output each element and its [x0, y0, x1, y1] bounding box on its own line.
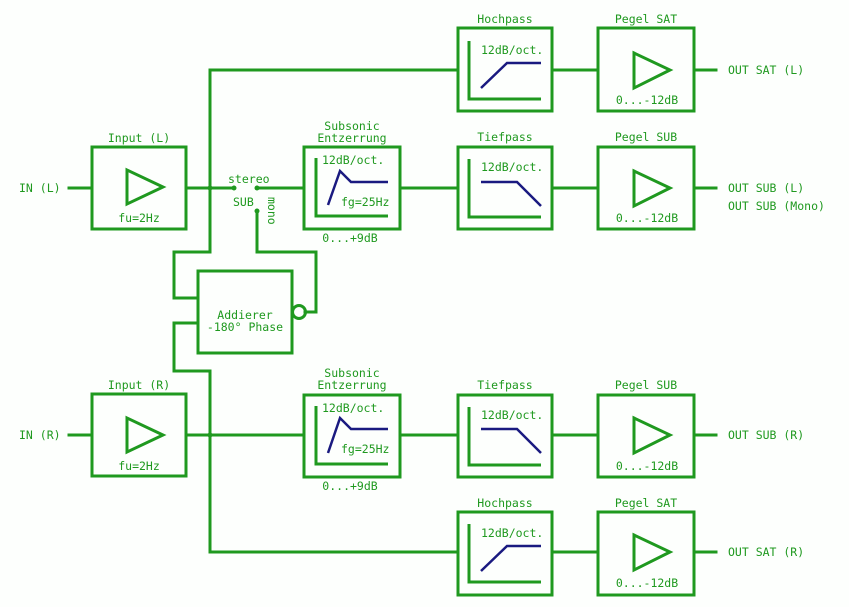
- graph-axes: [467, 41, 541, 101]
- amplifier-icon: [632, 415, 674, 456]
- input-block-left: Input (L) fu=2Hz: [90, 131, 188, 231]
- junction-dot: [207, 432, 213, 438]
- lowpass-block-right: Tiefpass 12dB/oct.: [456, 378, 554, 479]
- adder-label: -180° Phase: [207, 320, 283, 334]
- level-block-sub-right: Pegel SUB 0...-12dB: [596, 378, 696, 479]
- level-block-sub-left: Pegel SUB 0...-12dB: [596, 130, 696, 231]
- block-frame: [456, 145, 554, 231]
- amplifier-icon: [125, 415, 167, 455]
- block-title: Entzerrung: [317, 131, 386, 145]
- amplifier-icon: [632, 50, 674, 91]
- wire-left-to-adder: [172, 250, 212, 300]
- block-frame: [596, 145, 696, 231]
- output-label: OUT SAT (R): [728, 545, 804, 559]
- output-label: OUT SUB (Mono): [728, 199, 825, 213]
- block-title: Entzerrung: [317, 378, 386, 392]
- adder-block: Addierer -180° Phase: [196, 269, 307, 355]
- slope-label: 12dB/oct.: [481, 160, 543, 174]
- input-block-right: Input (R) fu=2Hz: [90, 378, 188, 478]
- gain-range-label: 0...+9dB: [322, 479, 377, 493]
- slope-label: 12dB/oct.: [322, 401, 384, 415]
- switch-contact: [254, 185, 260, 191]
- level-block-sat-left: Pegel SAT 0...-12dB: [596, 12, 696, 113]
- freq-label: fg=25Hz: [341, 442, 389, 456]
- highpass-block-right: Hochpass 12dB/oct.: [456, 496, 554, 597]
- block-frame: [596, 510, 696, 597]
- lowpass-curve-icon: [481, 427, 542, 454]
- block-frame: [456, 26, 554, 113]
- junction-dot: [207, 185, 213, 191]
- gain-range-label: 0...-12dB: [616, 576, 678, 590]
- level-block-sat-right: Pegel SAT 0...-12dB: [596, 496, 696, 597]
- subsonic-curve-icon: [326, 168, 388, 206]
- block-frame: [90, 392, 188, 478]
- highpass-curve-icon: [480, 544, 541, 572]
- switch-label-stereo: stereo: [228, 172, 270, 186]
- slope-label: 12dB/oct.: [481, 408, 543, 422]
- amplifier-icon: [125, 167, 167, 207]
- switch-contact: [231, 185, 237, 191]
- highpass-block-left: Hochpass 12dB/oct.: [456, 12, 554, 113]
- slope-label: 12dB/oct.: [322, 153, 384, 167]
- input-label-right: IN (R): [19, 428, 61, 442]
- wire-adder-to-right: [172, 321, 212, 373]
- gain-range-label: 0...-12dB: [616, 211, 678, 225]
- block-title: Subsonic: [324, 119, 379, 133]
- switch-label-sub: SUB: [233, 195, 254, 209]
- block-title: Pegel SUB: [615, 378, 677, 392]
- graph-axes: [467, 524, 541, 584]
- switch-label-mono: mono: [265, 197, 279, 225]
- block-title: Pegel SAT: [615, 12, 677, 26]
- gain-range-label: 0...+9dB: [322, 231, 377, 245]
- freq-label: fg=25Hz: [341, 195, 389, 209]
- block-title: Input (L): [108, 131, 170, 145]
- block-frame: [456, 510, 554, 597]
- block-frame: [456, 393, 554, 479]
- block-title: Hochpass: [477, 496, 532, 510]
- block-title: Input (R): [108, 378, 170, 392]
- block-note: fu=2Hz: [118, 211, 160, 225]
- block-title: Tiefpass: [477, 130, 532, 144]
- block-frame: [302, 393, 402, 479]
- block-title: Subsonic: [324, 366, 379, 380]
- block-title: Tiefpass: [477, 378, 532, 392]
- gain-range-label: 0...-12dB: [616, 459, 678, 473]
- graph-axes: [467, 159, 541, 219]
- subsonic-block-left: Subsonic Entzerrung 12dB/oct. fg=25Hz 0.…: [302, 119, 402, 245]
- block-title: Pegel SUB: [615, 130, 677, 144]
- output-label: OUT SUB (L): [728, 181, 804, 195]
- lowpass-curve-icon: [481, 180, 542, 207]
- block-note: fu=2Hz: [118, 459, 160, 473]
- block-title: Pegel SAT: [615, 496, 677, 510]
- inverter-bubble-icon: [291, 304, 307, 320]
- highpass-curve-icon: [480, 61, 541, 89]
- stereo-mono-switch[interactable]: stereo SUB mono: [228, 172, 279, 225]
- gain-range-label: 0...-12dB: [616, 93, 678, 107]
- switch-contact: [254, 208, 260, 214]
- lowpass-block-left: Tiefpass 12dB/oct.: [456, 130, 554, 231]
- graph-axes: [314, 158, 388, 218]
- output-label: OUT SUB (R): [728, 428, 804, 442]
- block-frame: [596, 26, 696, 113]
- slope-label: 12dB/oct.: [481, 43, 543, 57]
- subsonic-curve-icon: [326, 415, 388, 454]
- block-frame: [90, 145, 188, 231]
- input-label-left: IN (L): [19, 181, 61, 195]
- amplifier-icon: [632, 168, 674, 209]
- subsonic-block-right: Subsonic Entzerrung 12dB/oct. fg=25Hz 0.…: [302, 366, 402, 493]
- block-frame: [302, 145, 402, 231]
- amplifier-icon: [632, 532, 674, 573]
- output-label: OUT SAT (L): [728, 63, 804, 77]
- graph-axes: [314, 406, 388, 466]
- wires: [67, 68, 718, 554]
- block-title: Hochpass: [477, 12, 532, 26]
- graph-axes: [467, 407, 541, 467]
- block-frame: [596, 393, 696, 479]
- wire-mono-from-adder: [255, 209, 318, 314]
- slope-label: 12dB/oct.: [481, 526, 543, 540]
- adder-label: Addierer: [217, 308, 272, 322]
